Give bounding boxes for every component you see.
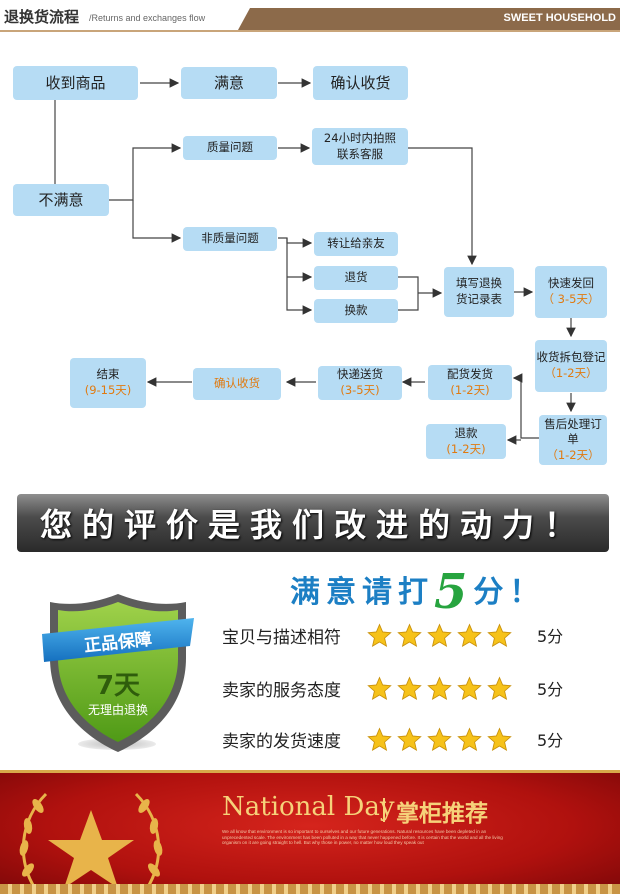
flow-receive-register: 收货拆包登记 （1-2天） bbox=[535, 340, 607, 392]
slogan-banner: 您的评价是我们改进的动力！ bbox=[17, 494, 609, 552]
flow-satisfied: 满意 bbox=[181, 67, 277, 99]
flow-confirm-receipt-2: 确认收货 bbox=[193, 368, 281, 400]
star-icon bbox=[367, 622, 392, 647]
banner-gold-line bbox=[0, 770, 620, 773]
flow-after-sales: 售后处理订单 （1-2天） bbox=[539, 415, 607, 465]
header-divider bbox=[0, 30, 620, 32]
star-icon bbox=[487, 622, 512, 647]
flow-exchange: 换款 bbox=[314, 299, 398, 323]
rating-row: 宝贝与描述相符 5分 bbox=[222, 620, 582, 650]
flow-refund: 退款 (1-2天) bbox=[426, 424, 506, 459]
brand-name: SWEET HOUSEHOLD bbox=[503, 12, 616, 24]
flow-fill-form: 填写退换 货记录表 bbox=[444, 267, 514, 317]
star-icon bbox=[397, 726, 422, 751]
flow-unsatisfied: 不满意 bbox=[13, 184, 109, 216]
rating-label: 卖家的服务态度 bbox=[222, 680, 341, 701]
flow-connectors bbox=[54, 78, 576, 445]
rating-row: 卖家的服务态度 5分 bbox=[222, 673, 582, 703]
flow-received: 收到商品 bbox=[13, 66, 138, 100]
banner-title: National Day bbox=[222, 792, 395, 822]
flow-express-back: 快速发回 （ 3-5天） bbox=[535, 266, 607, 318]
rating-label: 卖家的发货速度 bbox=[222, 731, 341, 752]
national-day-banner: National Day 掌柜推荐 We all know that envir… bbox=[0, 770, 620, 894]
star-rating bbox=[367, 726, 517, 752]
star-icon bbox=[367, 675, 392, 700]
rating-title: 满意请打5分！ bbox=[290, 564, 546, 620]
flow-end: 结束 (9-15天) bbox=[70, 358, 146, 408]
flow-express-delivery: 快递送货 (3-5天) bbox=[318, 366, 402, 400]
banner-footer-pattern bbox=[0, 884, 620, 894]
star-icon bbox=[397, 622, 422, 647]
star-icon bbox=[457, 622, 482, 647]
star-icon bbox=[427, 622, 452, 647]
banner-subtitle: 掌柜推荐 bbox=[396, 801, 488, 827]
flow-quality-issue: 质量问题 bbox=[183, 136, 277, 160]
flow-confirm-receipt: 确认收货 bbox=[313, 66, 408, 100]
page-subtitle: /Returns and exchanges flow bbox=[89, 13, 206, 23]
badge-caption: 无理由退换 bbox=[88, 703, 148, 717]
flow-ship-goods: 配货发货 (1-2天) bbox=[428, 365, 512, 400]
quality-guarantee-badge: 正品保障 7天 无理由退换 bbox=[42, 594, 194, 752]
flow-return: 退货 bbox=[314, 266, 398, 290]
flow-gift-friend: 转让给亲友 bbox=[314, 232, 398, 256]
star-icon bbox=[457, 675, 482, 700]
star-icon bbox=[487, 726, 512, 751]
laurel-star-emblem bbox=[19, 792, 163, 891]
flow-non-quality-issue: 非质量问题 bbox=[183, 227, 277, 251]
rating-score: 5分 bbox=[537, 680, 564, 699]
badge-days: 7天 bbox=[96, 671, 140, 701]
star-icon bbox=[457, 726, 482, 751]
rating-score: 5分 bbox=[537, 627, 564, 646]
ribbon-icon bbox=[42, 618, 194, 662]
star-icon bbox=[397, 675, 422, 700]
banner-body-text: We all know that environment is so impor… bbox=[222, 829, 503, 846]
star-emblem-icon bbox=[48, 810, 134, 888]
page-title: 退换货流程 bbox=[4, 8, 80, 26]
slogan-text: 您的评价是我们改进的动力！ bbox=[39, 506, 586, 544]
star-rating bbox=[367, 622, 517, 648]
star-rating bbox=[367, 675, 517, 701]
rating-row: 卖家的发货速度 5分 bbox=[222, 724, 582, 754]
star-icon bbox=[487, 675, 512, 700]
rating-score: 5分 bbox=[537, 731, 564, 750]
rating-label: 宝贝与描述相符 bbox=[222, 627, 341, 648]
star-icon bbox=[427, 675, 452, 700]
banner-separator bbox=[383, 798, 385, 822]
header-brand-bar bbox=[238, 8, 620, 30]
header: 退换货流程 /Returns and exchanges flow SWEET … bbox=[0, 0, 620, 36]
flow-photo-contact: 24小时内拍照 联系客服 bbox=[312, 128, 408, 165]
star-icon bbox=[367, 726, 392, 751]
star-icon bbox=[427, 726, 452, 751]
